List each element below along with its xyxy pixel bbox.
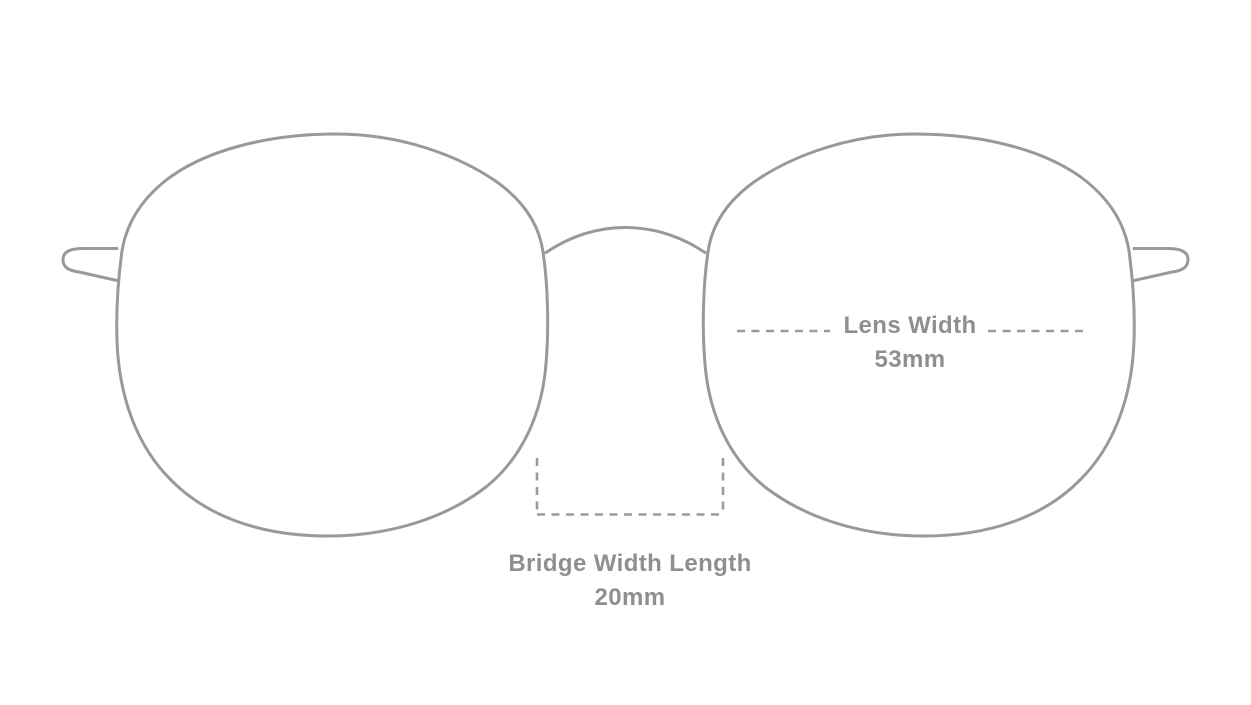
left-temple-tip <box>61 247 119 282</box>
bridge-width-label: Bridge Width Length <box>508 550 752 577</box>
right-lens-outline <box>701 132 1136 538</box>
bridge-width-value: 20mm <box>594 584 666 611</box>
bridge-outline <box>544 226 707 254</box>
lens-width-label: Lens Width <box>843 312 977 339</box>
left-lens-outline <box>115 132 550 538</box>
lens-width-annotation: Lens Width 53mm <box>843 309 976 377</box>
bridge-width-annotation: Bridge Width Length 20mm <box>508 547 751 615</box>
lens-width-value: 53mm <box>874 346 946 373</box>
right-temple-tip <box>1132 247 1190 282</box>
